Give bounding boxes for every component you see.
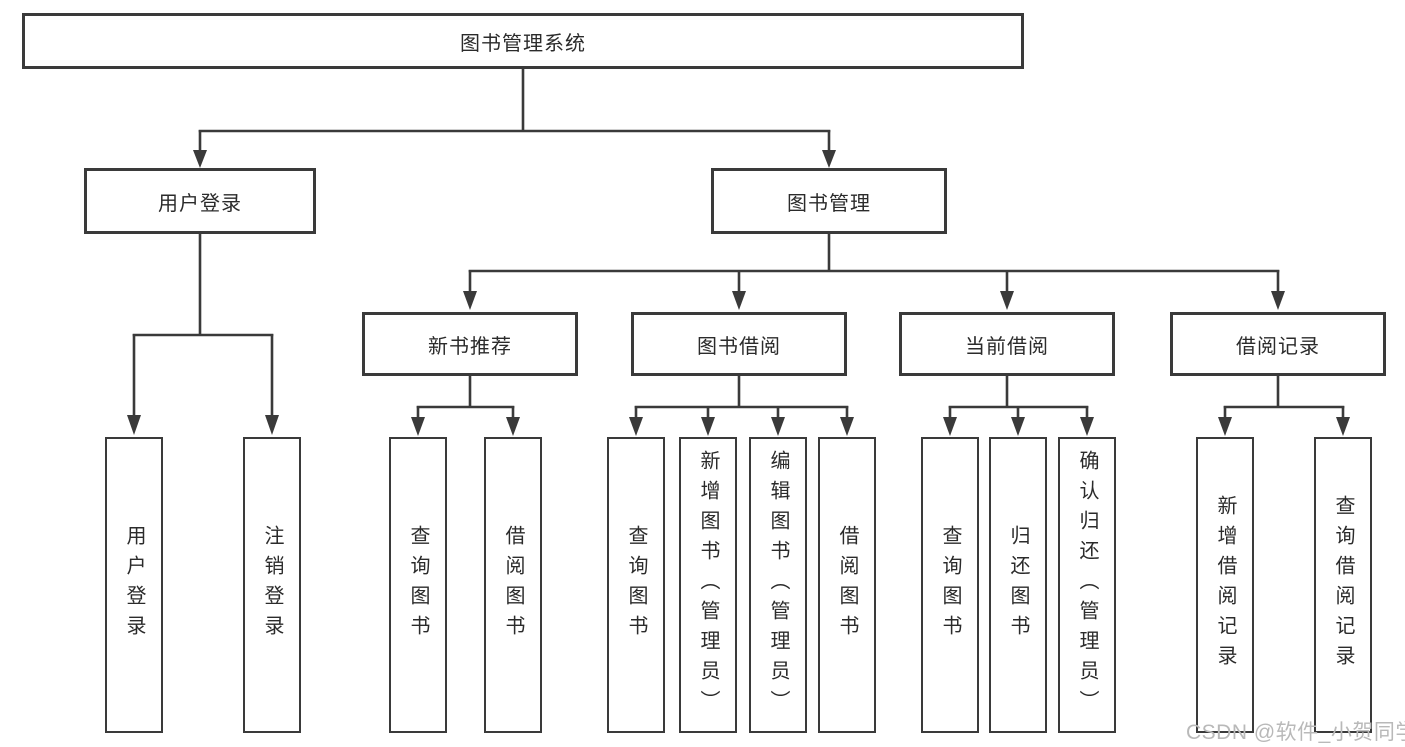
node-borrow-records-label: 借阅记录 [1236,335,1320,358]
leaf-query-books-recommend-label: 查询图书 [407,525,429,645]
leaf-query-books-current: 查询图书 [921,437,979,733]
node-current-borrow: 当前借阅 [899,312,1115,376]
node-book-management-label: 图书管理 [787,192,871,215]
node-book-borrow-label: 图书借阅 [697,335,781,358]
leaf-confirm-return-admin: 确认归还（管理员） [1058,437,1116,733]
leaf-borrow-books-label: 借阅图书 [836,525,858,645]
node-root-label: 图书管理系统 [460,32,586,55]
leaf-add-borrow-record: 新增借阅记录 [1196,437,1254,733]
leaf-borrow-books-recommend-label: 借阅图书 [502,525,524,645]
leaf-confirm-return-admin-label: 确认归还（管理员） [1076,450,1098,720]
leaf-user-login: 用户登录 [105,437,163,733]
leaf-edit-book-admin-label: 编辑图书（管理员） [767,450,789,720]
node-book-management: 图书管理 [711,168,947,234]
leaf-logout-label: 注销登录 [261,525,283,645]
leaf-query-borrow-record: 查询借阅记录 [1314,437,1372,733]
leaf-return-books: 归还图书 [989,437,1047,733]
node-borrow-records: 借阅记录 [1170,312,1386,376]
node-new-book-recommend-label: 新书推荐 [428,335,512,358]
leaf-query-books-current-label: 查询图书 [939,525,961,645]
leaf-borrow-books-recommend: 借阅图书 [484,437,542,733]
node-new-book-recommend: 新书推荐 [362,312,578,376]
csdn-watermark: CSDN @软件_小贺同学 [1186,721,1405,744]
leaf-add-borrow-record-label: 新增借阅记录 [1214,495,1236,675]
leaf-borrow-books: 借阅图书 [818,437,876,733]
leaf-add-book-admin: 新增图书（管理员） [679,437,737,733]
leaf-edit-book-admin: 编辑图书（管理员） [749,437,807,733]
node-current-borrow-label: 当前借阅 [965,335,1049,358]
node-user-login: 用户登录 [84,168,316,234]
leaf-return-books-label: 归还图书 [1007,525,1029,645]
node-user-login-label: 用户登录 [158,192,242,215]
leaf-query-books-recommend: 查询图书 [389,437,447,733]
leaf-add-book-admin-label: 新增图书（管理员） [697,450,719,720]
leaf-logout: 注销登录 [243,437,301,733]
leaf-query-books-borrow: 查询图书 [607,437,665,733]
node-book-borrow: 图书借阅 [631,312,847,376]
leaf-query-books-borrow-label: 查询图书 [625,525,647,645]
node-root: 图书管理系统 [22,13,1024,69]
leaf-query-borrow-record-label: 查询借阅记录 [1332,495,1354,675]
leaf-user-login-label: 用户登录 [123,525,145,645]
